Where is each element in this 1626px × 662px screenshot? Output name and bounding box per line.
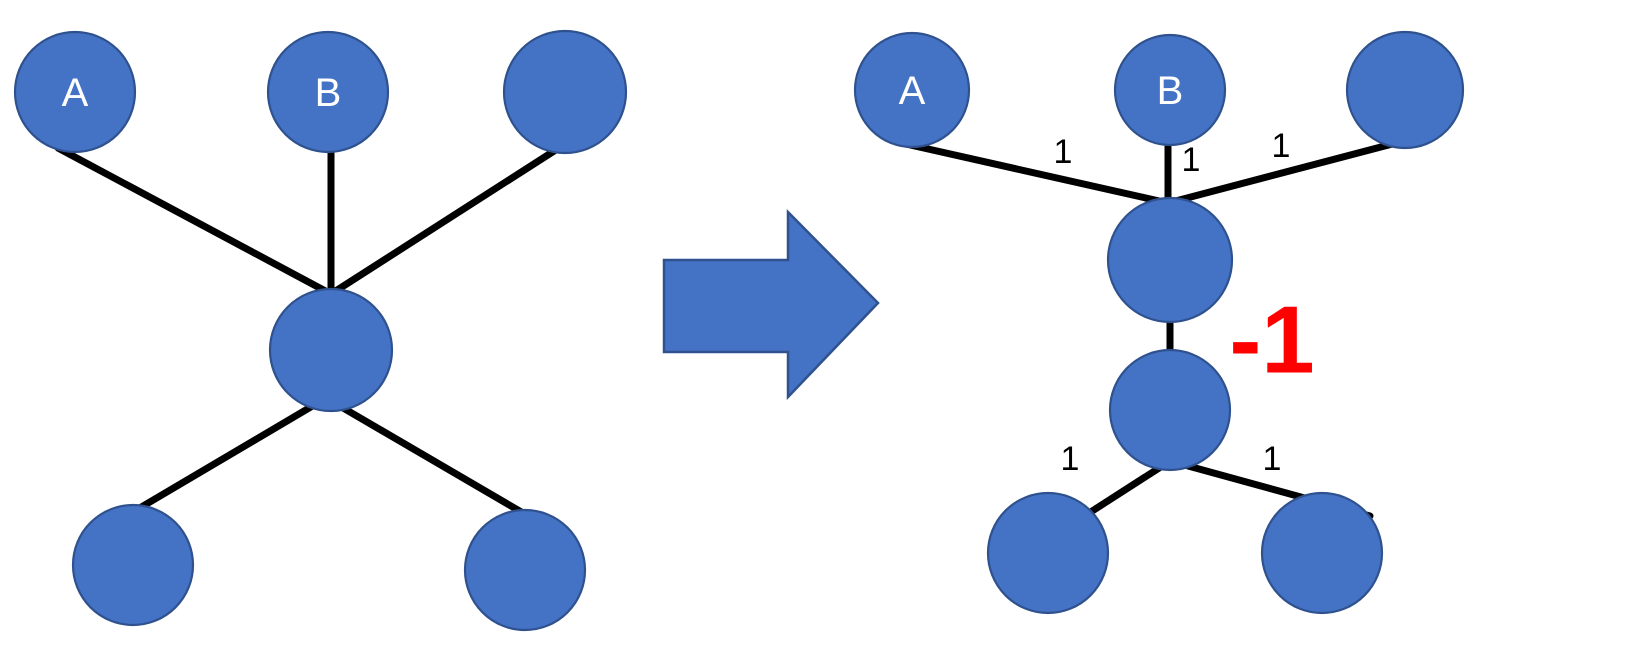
graph-node[interactable] xyxy=(268,287,394,413)
graph-node[interactable] xyxy=(1260,491,1384,615)
graph-edge xyxy=(322,394,527,517)
graph-edge xyxy=(1164,138,1404,207)
transform-arrow-icon xyxy=(662,208,880,401)
edge-weights-layer: 1 1 1 1 1 xyxy=(1054,127,1291,478)
edge-weight-label: 1 xyxy=(1272,127,1291,165)
edge-weight-label: 1 xyxy=(1182,141,1201,179)
graph-node-b[interactable] xyxy=(1113,33,1227,147)
graph-edge xyxy=(1082,457,1174,519)
graph-edge xyxy=(327,140,569,298)
graph-node[interactable] xyxy=(502,29,628,155)
connector-layer xyxy=(662,208,880,401)
graph-edge xyxy=(134,394,330,513)
graph-node[interactable] xyxy=(986,491,1110,615)
graph-node[interactable] xyxy=(1108,348,1232,472)
edge-weight-label: 1 xyxy=(1263,440,1282,478)
annotation-label: -1 xyxy=(1229,287,1314,394)
graph-node[interactable] xyxy=(71,503,195,627)
graph-node-a[interactable] xyxy=(853,31,971,149)
graph-edge xyxy=(893,138,1172,207)
annotations-layer: -1 xyxy=(1229,287,1314,394)
graph-node[interactable] xyxy=(463,508,587,632)
graph-node-b[interactable] xyxy=(266,30,390,154)
graph-edge xyxy=(54,144,335,298)
edge-weight-label: 1 xyxy=(1061,440,1080,478)
graph-node[interactable] xyxy=(1106,196,1234,324)
edge-weight-label: 1 xyxy=(1054,133,1073,171)
graph-node-a[interactable] xyxy=(13,30,137,154)
graph-node[interactable] xyxy=(1345,30,1465,150)
